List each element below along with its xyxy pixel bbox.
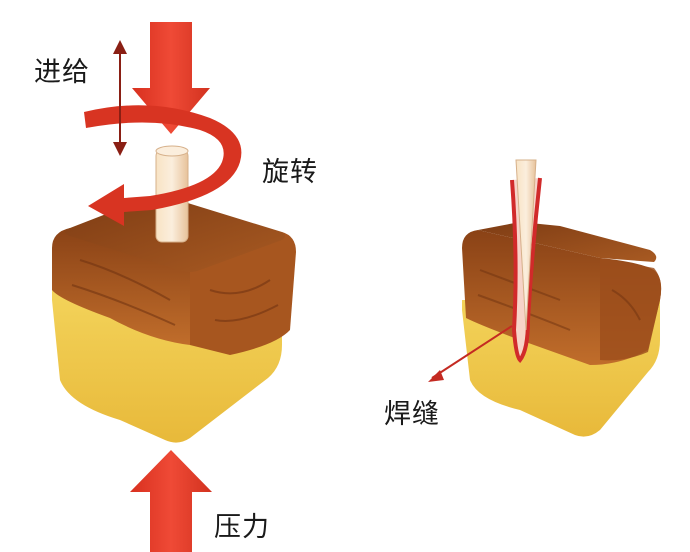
feed-label: 进给 xyxy=(34,57,90,88)
feed-double-arrow xyxy=(113,40,127,156)
left-workpiece xyxy=(52,145,296,443)
right-tool-pin xyxy=(515,159,537,331)
bottom-pressure-arrow xyxy=(130,450,212,552)
rotation-label: 旋转 xyxy=(262,157,318,188)
weld-seam-pointer xyxy=(428,325,513,382)
pressure-label: 压力 xyxy=(214,512,270,543)
weld-seam-label: 焊缝 xyxy=(384,399,440,430)
right-workpiece xyxy=(462,159,662,437)
rotation-arrow xyxy=(84,105,242,226)
